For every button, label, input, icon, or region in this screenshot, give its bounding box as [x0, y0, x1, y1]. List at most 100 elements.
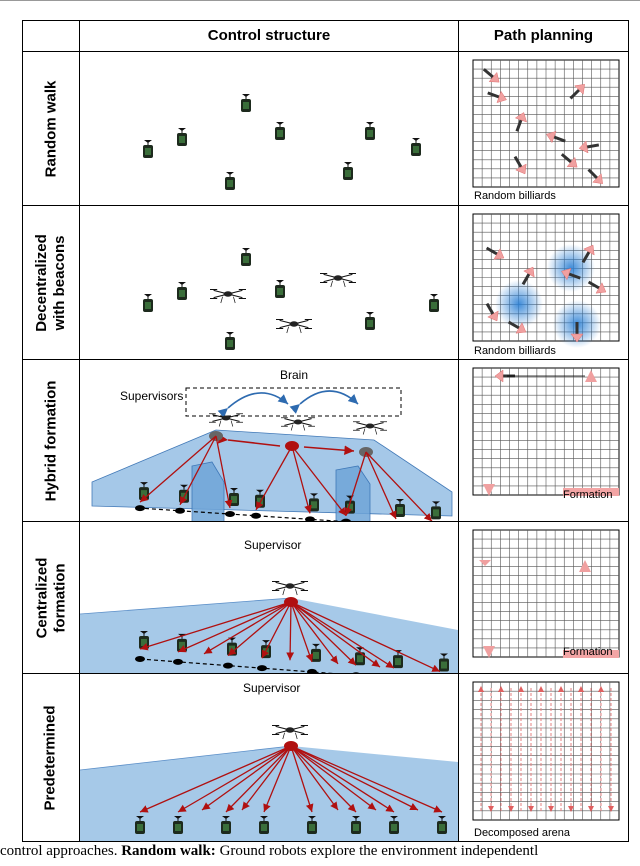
drone-icon	[280, 417, 316, 431]
motion-arrow	[488, 71, 500, 83]
coverage-region	[80, 746, 458, 841]
path-label: Random billiards	[474, 345, 556, 357]
supervisor-node	[284, 741, 298, 751]
antenna-top	[222, 816, 230, 819]
command-link	[139, 435, 217, 503]
motion-arrow	[578, 140, 589, 154]
sweep-arrow	[608, 806, 614, 812]
command-link	[255, 445, 293, 511]
command-link	[291, 445, 347, 517]
ground-robot-icon	[143, 294, 153, 312]
robot-panel	[391, 824, 397, 831]
robot-footprint	[135, 656, 145, 662]
robot-tail	[507, 320, 520, 330]
robot-footprint	[173, 658, 183, 665]
drone-icon	[352, 421, 388, 435]
antenna-top	[276, 122, 284, 125]
drone-legs	[282, 732, 298, 740]
figure-caption: control approaches. Random walk: Ground …	[0, 843, 538, 860]
antenna-top	[310, 493, 318, 497]
ground-robot-icon	[241, 94, 251, 112]
drone-body	[293, 419, 303, 425]
drone-legs	[290, 424, 306, 431]
motion-arrow	[493, 248, 505, 260]
caption-prefix: control approaches.	[0, 843, 118, 859]
drone-legs	[220, 296, 236, 304]
ground-robot-icon	[143, 140, 153, 158]
antenna-top	[390, 816, 398, 819]
antenna-top	[432, 501, 440, 505]
motion-arrow	[595, 282, 607, 294]
supervisor-box	[185, 387, 402, 417]
path-label: Formation	[563, 489, 613, 501]
antenna-top	[230, 488, 238, 492]
antenna-top	[438, 816, 446, 819]
antenna-top	[178, 128, 186, 131]
command-link	[291, 445, 312, 514]
command-link	[225, 745, 292, 813]
centralized-formation-diagram: Supervisor	[80, 538, 458, 673]
command-link	[290, 601, 441, 673]
antenna-top	[242, 94, 250, 97]
drone-props	[275, 319, 313, 329]
robot-tail	[485, 302, 495, 315]
path-label: Decomposed arena	[474, 827, 571, 839]
row-label-text: Random walk	[42, 80, 59, 177]
motion-arrow	[579, 560, 591, 572]
command-link	[241, 745, 292, 811]
command-link	[290, 601, 314, 663]
robot-footprint	[223, 662, 233, 669]
supervisor-label: Supervisor	[243, 681, 300, 695]
antenna-top	[256, 489, 264, 493]
drone-legs	[362, 428, 378, 435]
command-link	[290, 745, 339, 811]
drone-icon	[271, 725, 309, 740]
ground-robot-icon	[173, 816, 183, 834]
antenna-top	[136, 816, 144, 819]
decomposed-arena-grid: Decomposed arena	[472, 681, 620, 839]
drone-legs	[218, 420, 234, 427]
motion-arrow	[515, 322, 527, 334]
ground-robot-icon	[411, 138, 421, 156]
robot-tail	[569, 88, 581, 100]
ground-robot-icon	[225, 172, 235, 190]
overlap-region	[191, 461, 225, 521]
antenna-top	[242, 248, 250, 251]
drone-props	[208, 413, 244, 423]
antenna-top	[312, 643, 320, 647]
antenna-top	[174, 816, 182, 819]
sweep-arrow	[598, 686, 604, 692]
sweep-arrow	[548, 806, 554, 812]
row-label-text: Decentralized	[33, 233, 51, 332]
drone-body	[333, 275, 343, 281]
robot-panel	[261, 824, 267, 831]
brain-label: Brain	[280, 368, 308, 382]
robot-panel	[353, 824, 359, 831]
command-link	[263, 745, 292, 813]
robot-footprint	[175, 507, 185, 514]
row-label-hybrid: Hybrid formation	[23, 360, 79, 521]
motion-arrow	[546, 130, 557, 144]
robot-tail	[553, 135, 566, 143]
inter-link	[303, 445, 355, 456]
ground-robot-icon	[311, 643, 321, 662]
motion-arrow	[479, 560, 491, 566]
ground-robot-icon	[177, 128, 187, 146]
antenna-top	[396, 498, 404, 502]
motion-arrow	[574, 84, 585, 95]
sweep-arrow	[488, 806, 494, 812]
drone-body	[365, 423, 375, 429]
robot-tail	[513, 155, 523, 168]
robot-panel	[175, 824, 181, 831]
antenna-top	[352, 816, 360, 819]
ground-robot-icon	[365, 122, 375, 140]
motion-arrow	[592, 173, 603, 184]
command-link	[203, 601, 292, 655]
drone-props	[352, 421, 388, 431]
robot-panel	[441, 661, 447, 669]
robot-tail	[482, 68, 494, 79]
drone-legs	[286, 326, 302, 334]
formation-line	[137, 507, 345, 521]
drone-props	[271, 581, 309, 591]
drone-props	[319, 273, 357, 283]
